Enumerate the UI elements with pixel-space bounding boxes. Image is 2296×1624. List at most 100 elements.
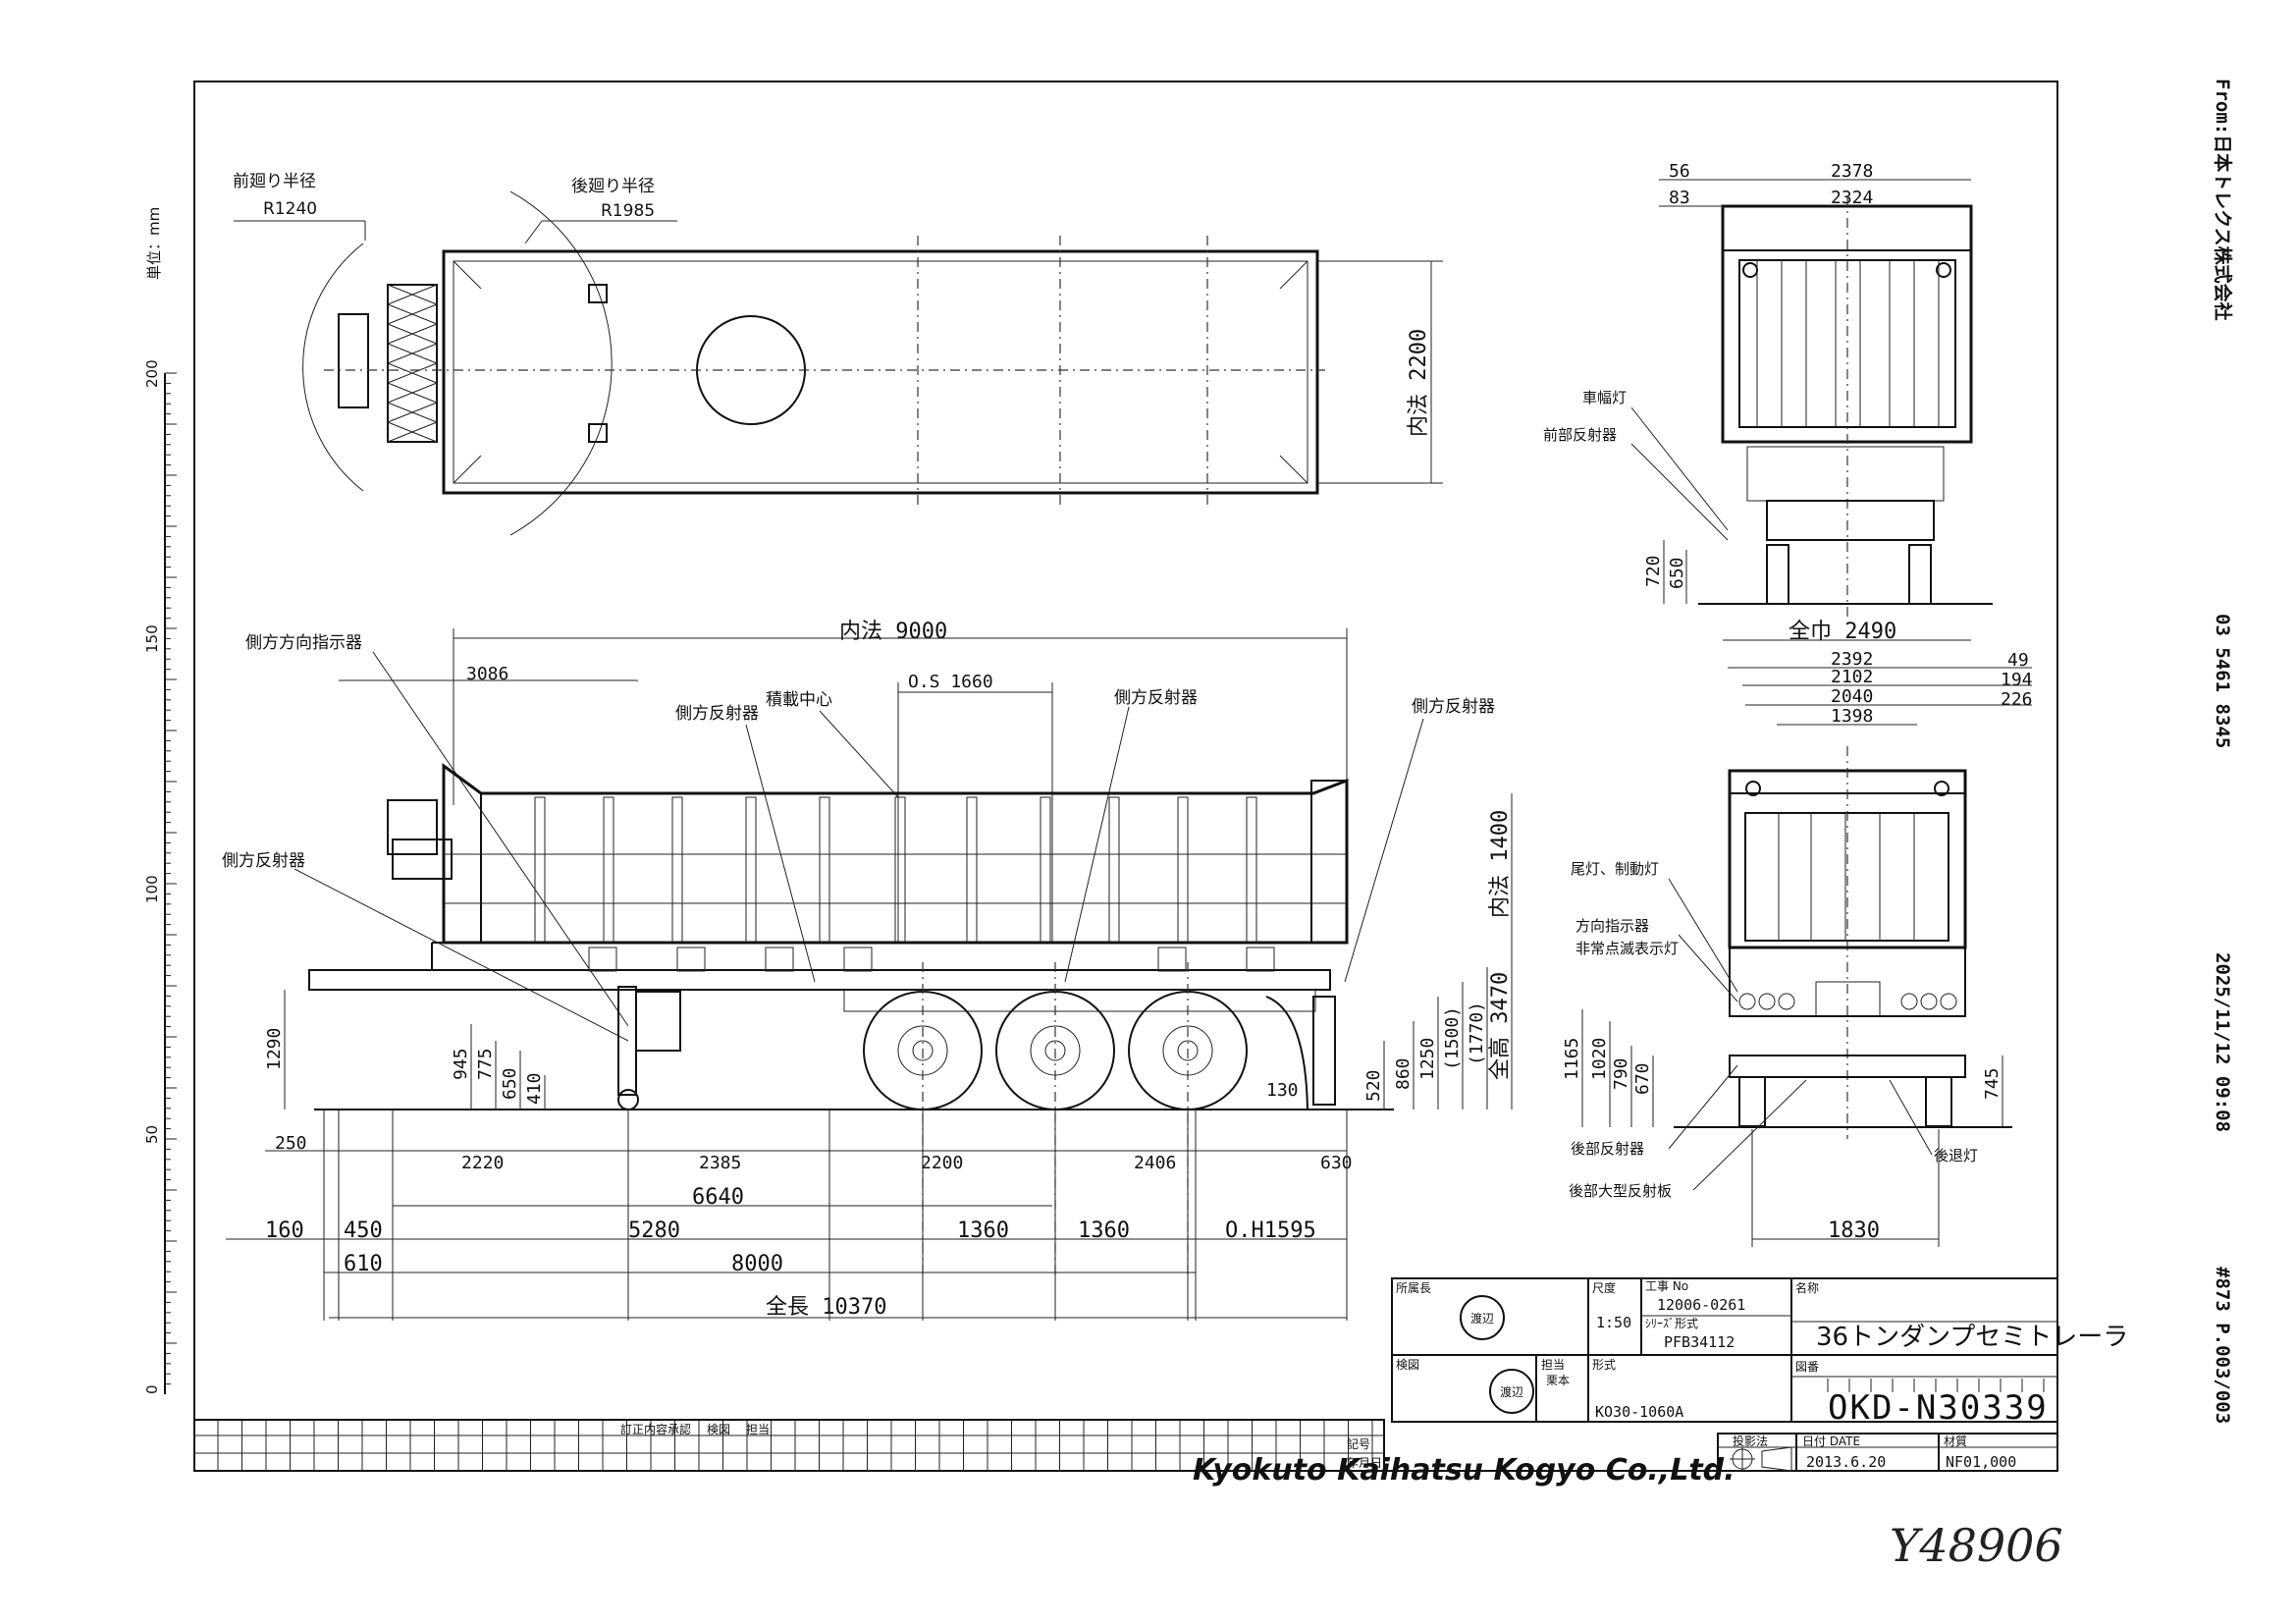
tb-designer-label: 担当 [1541,1358,1565,1372]
rear-lamp [1920,993,1938,1010]
tb-date-label: 日付 DATE [1802,1435,1860,1448]
dim-630: 630 [1320,1153,1353,1173]
scale-tick-200: 200 [143,359,161,388]
tb-scale-label: 尺度 [1592,1280,1616,1295]
rear-label-reverse-lamp: 後退灯 [1934,1147,1978,1164]
revision-table: 記号 年月日 訂正内容 承認 検図 担当 [193,1419,1385,1472]
dim-520: 520 [1363,1069,1384,1102]
rear-h1165: 1165 [1562,1038,1582,1080]
tb-projection-label: 投影法 [1733,1434,1768,1448]
rear-w2040: 2040 [1831,686,1873,707]
tb-material-label: 材質 [1944,1434,1967,1448]
dim-410: 410 [524,1072,545,1105]
body-post [745,796,757,944]
tb-drawing-no-value: OKD-N30339 [1828,1388,2049,1428]
company-name: Kyokuto Kaihatsu Kogyo Co.,Ltd. [1193,1453,1735,1488]
handwritten-note: Y48906 [1890,1519,2063,1572]
dim-945: 945 [451,1048,471,1080]
dim-450: 450 [344,1218,383,1243]
body-post [1177,796,1189,944]
revision-row-label: 記号 [1347,1436,1370,1451]
fax-header: From:日本トレクス株式会社 03 5461 8345 2025/11/12 … [2212,79,2234,1424]
fax-page: #873 P.003/003 [2212,1267,2233,1424]
rear-w2392: 2392 [1831,649,1873,670]
top-inner-width: 内法 2200 [1407,329,1431,437]
front-turn-radius-value: R1240 [263,199,317,219]
rear-h790: 790 [1611,1057,1631,1090]
scale-tick-0: 0 [143,1384,161,1394]
rear-w1830: 1830 [1828,1218,1880,1243]
revision-col-label: 担当 [746,1423,770,1436]
chassis-frame [308,969,1331,991]
label-side-reflector-d: 側方反射器 [222,851,305,871]
front-d56: 56 [1669,161,1690,182]
tb-drawing-type-label: ｼﾘｰｽﾞ形式 [1645,1317,1698,1330]
dim-1360-a: 1360 [957,1218,1009,1243]
tb-stamp-checker: 渡辺 [1500,1384,1523,1399]
body-post [671,796,683,944]
rear-turn-radius-value: R1985 [601,201,655,221]
tb-checker-label: 検図 [1396,1358,1419,1372]
dim-1500: (1500) [1442,1006,1463,1070]
fax-from: From:日本トレクス株式会社 [2212,79,2234,321]
scale-tick-50: 50 [143,1125,161,1144]
rear-d194: 194 [2001,670,2033,690]
fax-datetime: 2025/11/12 09:08 [2212,952,2233,1132]
front-label-front-reflector: 前部反射器 [1543,426,1617,444]
label-side-reflector-b: 側方反射器 [1114,688,1198,708]
rear-lamp [1738,993,1756,1010]
rear-label-turn-indicator: 方向指示器 [1575,917,1649,935]
tb-scale-value: 1:50 [1596,1314,1631,1331]
rear-label-tail-brake-lamp: 尾灯、制動灯 [1571,860,1659,878]
dim-2220: 2220 [461,1153,504,1173]
tb-drawing-type-value: PFB34112 [1664,1333,1735,1351]
body-post [966,796,978,944]
rear-lamp [1900,993,1918,1010]
side-view: 内法 9000 3086 O.S 1660 側方方向指示器 積載中心 側方反射器… [222,620,1513,1321]
rear-w1398: 1398 [1831,706,1873,727]
rear-view: 全巾 2490 2392 2102 2040 1398 49 194 226 尾… [1562,620,2033,1247]
front-h720: 720 [1643,555,1664,587]
body-post [1246,796,1257,944]
scale-ruler: 単位：mm 200 150 100 50 0 [143,207,177,1394]
rear-d49: 49 [2007,650,2029,671]
rear-overall-width: 全巾 2490 [1789,620,1896,644]
dim-130: 130 [1266,1080,1299,1101]
dim-3086: 3086 [466,664,508,684]
rear-turn-radius-label: 後廻り半径 [571,177,655,196]
title-block: 所属長 渡辺 検図 渡辺 担当 栗本 尺度 1:50 工事 No 12006-0… [1391,1277,2128,1428]
front-w2378: 2378 [1831,161,1873,182]
dim-5280: 5280 [628,1218,680,1243]
top-view: 前廻り半径 R1240 後廻り半径 R1985 内法 2200 [233,172,1443,536]
body-post [1040,796,1051,944]
tb-name-label: 名称 [1795,1280,1819,1295]
rear-lamp [1940,993,1957,1010]
dim-8000: 8000 [731,1252,783,1276]
tb-drawing-no-label: 図番 [1795,1360,1819,1374]
side-inner-length: 内法 9000 [839,620,947,644]
rear-lamp [1758,993,1776,1010]
label-side-reflector-a: 側方反射器 [675,704,759,724]
dim-860: 860 [1393,1057,1414,1090]
body-post [534,796,546,944]
side-overall-height: 全高 3470 [1488,972,1513,1080]
scale-tick-100: 100 [143,875,161,903]
side-overall-length: 全長 10370 [766,1295,886,1320]
tb-designer-name: 栗本 [1546,1374,1570,1387]
label-side-reflector-c: 側方反射器 [1412,697,1495,717]
tb-model-value: KO30-1060A [1595,1403,1683,1421]
dim-160: 160 [265,1218,304,1243]
rear-label-rear-reflector: 後部反射器 [1571,1140,1644,1158]
dim-1250: 1250 [1417,1038,1438,1080]
dim-6640: 6640 [692,1185,744,1210]
tb-work-no-label: 工事 No [1645,1279,1688,1293]
body-post [1108,796,1120,944]
rear-label-large-reflector: 後部大型反射板 [1569,1182,1672,1200]
title-block-lower: 投影法 日付 DATE 2013.6.20 材質 NF01,000 [1717,1433,2058,1472]
drawing-border [193,81,2058,1472]
dim-os-1660: O.S 1660 [908,672,993,692]
dim-2406: 2406 [1134,1153,1176,1173]
body-post [894,796,906,944]
rear-d226: 226 [2001,689,2033,710]
